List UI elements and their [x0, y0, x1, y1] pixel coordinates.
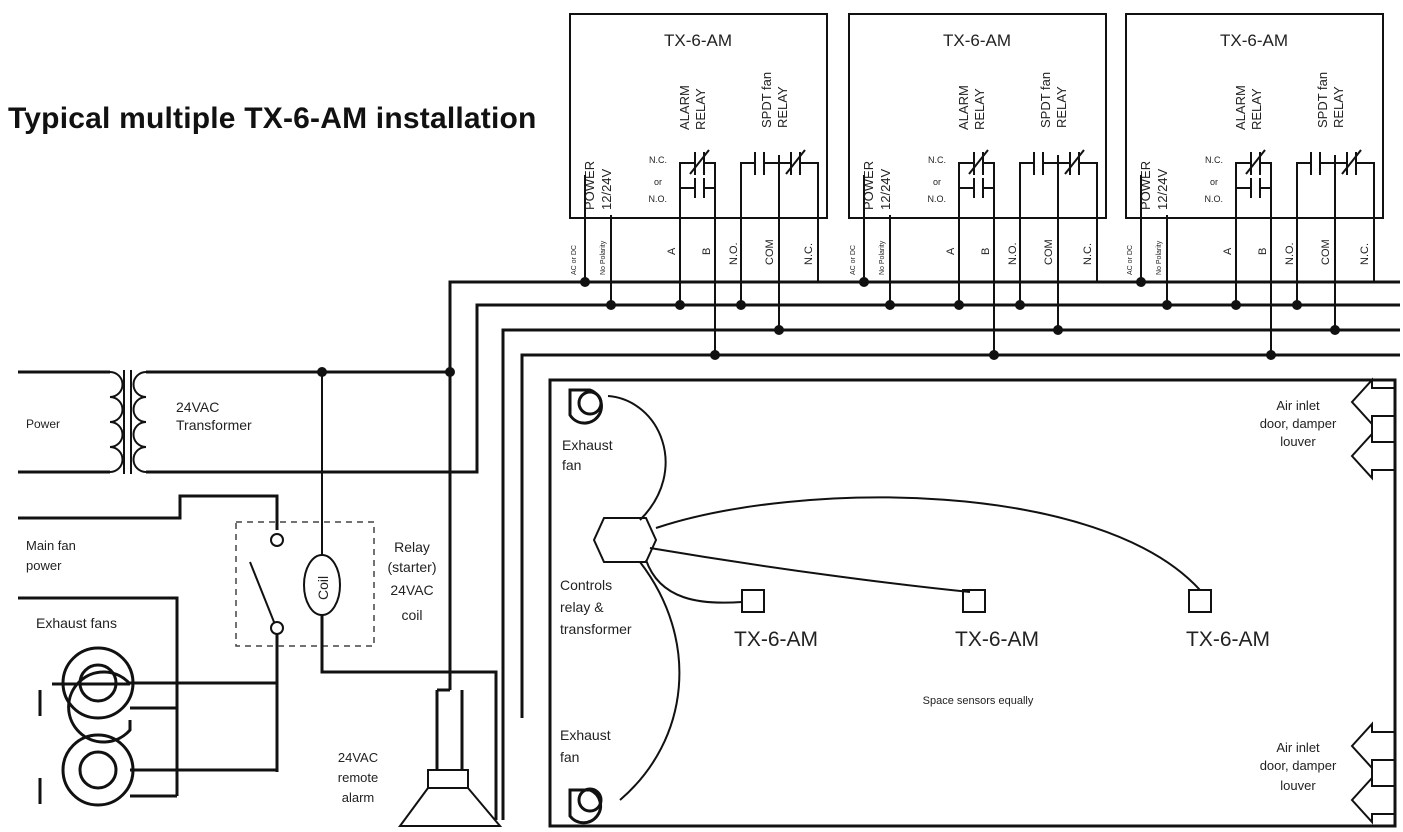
controls-label-3: transformer [560, 621, 632, 637]
transformer-label-1: 24VAC [176, 399, 219, 415]
relay-label-4: coil [401, 607, 422, 623]
relay-label-3: 24VAC [390, 582, 433, 598]
coil-label: Coil [315, 576, 331, 600]
inlet-bottom-label-1: Air inlet [1276, 740, 1320, 755]
main-fan-label-2: power [26, 558, 62, 573]
power-label: Power [26, 417, 60, 431]
sensor-label-2: TX-6-AM [955, 628, 1039, 651]
module-3-term-b: B [1257, 248, 1269, 255]
module-1-term-no: N.O. [728, 242, 740, 265]
alarm-label-1: 24VAC [338, 750, 378, 765]
module-2-spdt-relay-label: RELAY [1054, 86, 1069, 128]
module-3-spdt-label: SPDT fan [1315, 72, 1330, 128]
module-3-term-no: N.O. [1284, 242, 1296, 265]
sensor-box-2 [962, 589, 986, 613]
module-2-nc-label: N.C. [928, 155, 946, 165]
alarm-label-2: remote [338, 770, 378, 785]
module-1-term-b: B [701, 248, 713, 255]
air-inlet-top [1350, 377, 1396, 481]
module-2-alarm-relay-label: RELAY [972, 88, 987, 130]
module-3-no-label: N.O. [1204, 194, 1223, 204]
module-2-voltage-label: 12/24V [878, 168, 893, 210]
module-1-no-label: N.O. [648, 194, 667, 204]
module-2-or-label: or [933, 177, 941, 187]
module-1-name: TX-6-AM [664, 31, 732, 50]
module-3-alarm-label: ALARM [1233, 85, 1248, 130]
exhaust-fan-left-2 [38, 708, 277, 807]
controls-hexagon [592, 517, 658, 563]
main-fan-label-1: Main fan [26, 538, 76, 553]
module-3-alarm-relay-label: RELAY [1249, 88, 1264, 130]
tx-module-3: TX-6-AM POWER 12/24V ALARM RELAY SPDT fa… [1125, 13, 1384, 355]
module-2-term-com: COM [1043, 239, 1055, 265]
space-note: Space sensors equally [923, 695, 1034, 707]
module-3-spdt-relay-label: RELAY [1331, 86, 1346, 128]
module-2-name: TX-6-AM [943, 31, 1011, 50]
transformer-label-2: Transformer [176, 417, 252, 433]
module-2-term-a: A [945, 247, 957, 255]
exhaust-top-label-1: Exhaust [562, 437, 613, 453]
module-2-term-b: B [980, 248, 992, 255]
module-2-no-label: N.O. [927, 194, 946, 204]
room: Exhaust fan Controls relay & transformer… [548, 377, 1397, 828]
module-1-term-nc: N.C. [803, 243, 815, 265]
exhaust-bottom-label-2: fan [560, 749, 579, 765]
module-1-alarm-relay-label: RELAY [693, 88, 708, 130]
module-1-nc-label: N.C. [649, 155, 667, 165]
module-3-term-nc: N.C. [1359, 243, 1371, 265]
module-2-term-nc: N.C. [1082, 243, 1094, 265]
relay-label-1: Relay [394, 539, 430, 555]
module-3-voltage-label: 12/24V [1155, 168, 1170, 210]
module-3-term-com: COM [1320, 239, 1332, 265]
sensor-box-1 [741, 589, 765, 613]
module-1-or-label: or [654, 177, 662, 187]
inlet-bottom-label-3: louver [1280, 778, 1316, 793]
inlet-top-label-1: Air inlet [1276, 398, 1320, 413]
sensor-label-1: TX-6-AM [734, 628, 818, 651]
module-2-spdt-label: SPDT fan [1038, 72, 1053, 128]
module-1-alarm-label: ALARM [677, 85, 692, 130]
module-1-term-com: COM [764, 239, 776, 265]
module-2-term-acdc: AC or DC [850, 245, 857, 275]
power-section: Power 24VAC Transformer Main fan power C… [18, 367, 503, 827]
module-3-term-a: A [1222, 247, 1234, 255]
exhaust-fan-bottom [568, 787, 603, 825]
alarm-label-3: alarm [342, 790, 375, 805]
sensor-box-3 [1188, 589, 1212, 613]
module-1-spdt-relay-label: RELAY [775, 86, 790, 128]
module-1-term-acdc: AC or DC [571, 245, 578, 275]
sensor-label-3: TX-6-AM [1186, 628, 1270, 651]
inlet-top-label-3: louver [1280, 434, 1316, 449]
inlet-top-label-2: door, damper [1260, 416, 1337, 431]
tx-module-1: TX-6-AM POWER 12/24V ALARM RELAY SPDT fa… [569, 13, 828, 355]
module-3-term-polarity: No Polarity [1156, 240, 1163, 275]
bus-wires [448, 277, 1400, 820]
inlet-bottom-label-2: door, damper [1260, 758, 1337, 773]
module-1-term-polarity: No Polarity [600, 240, 607, 275]
air-inlet-bottom [1350, 721, 1396, 825]
module-2-term-no: N.O. [1007, 242, 1019, 265]
module-2-alarm-label: ALARM [956, 85, 971, 130]
relay-label-2: (starter) [388, 559, 437, 575]
exhaust-fan-left-1 [38, 646, 277, 744]
module-2-term-polarity: No Polarity [879, 240, 886, 275]
controls-label-1: Controls [560, 577, 612, 593]
module-3-nc-label: N.C. [1205, 155, 1223, 165]
module-1-voltage-label: 12/24V [599, 168, 614, 210]
diagram-title: Typical multiple TX-6-AM installation [8, 102, 537, 135]
module-3-term-acdc: AC or DC [1127, 245, 1134, 275]
module-1-term-a: A [666, 247, 678, 255]
exhaust-bottom-label-1: Exhaust [560, 727, 611, 743]
module-1-spdt-label: SPDT fan [759, 72, 774, 128]
exhaust-fan-top [568, 388, 603, 425]
exhaust-fans-label: Exhaust fans [36, 615, 117, 631]
module-3-or-label: or [1210, 177, 1218, 187]
module-3-name: TX-6-AM [1220, 31, 1288, 50]
exhaust-top-label-2: fan [562, 457, 581, 473]
controls-label-2: relay & [560, 599, 604, 615]
